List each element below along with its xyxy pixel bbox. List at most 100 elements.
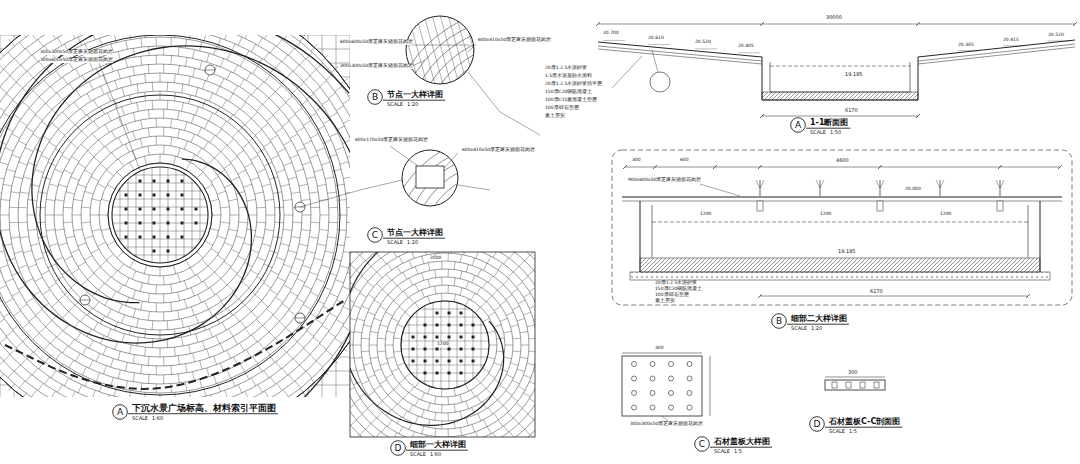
elevation-mark bbox=[1048, 40, 1070, 41]
paving-joint bbox=[369, 345, 377, 346]
paving-joint bbox=[91, 177, 99, 181]
paving-joint bbox=[234, 108, 239, 115]
paving-joint bbox=[277, 257, 285, 260]
paving-joint bbox=[82, 131, 88, 138]
paving-joint bbox=[193, 68, 195, 77]
paving-joint bbox=[397, 324, 404, 327]
title-underline bbox=[128, 413, 278, 414]
paving-joint bbox=[31, 244, 40, 246]
paving-joint bbox=[112, 270, 118, 277]
paving-joint bbox=[362, 381, 369, 384]
title-underline bbox=[825, 427, 902, 428]
paving-joint bbox=[530, 252, 535, 255]
paving-joint bbox=[240, 343, 245, 351]
paving-joint bbox=[525, 429, 531, 435]
paving-joint bbox=[288, 251, 297, 253]
paving-joint bbox=[284, 162, 292, 165]
fountain-nozzle bbox=[153, 208, 156, 211]
basin-inner bbox=[652, 205, 653, 258]
paving-joint bbox=[167, 100, 169, 109]
paving-joint bbox=[144, 347, 146, 356]
fountain-nozzle bbox=[125, 194, 128, 197]
paving-joint bbox=[94, 100, 99, 108]
paving-joint bbox=[321, 265, 330, 268]
paving-joint bbox=[129, 345, 131, 354]
paving-joint bbox=[107, 329, 111, 337]
paving-joint bbox=[87, 151, 94, 157]
paving-joint bbox=[171, 119, 172, 128]
paving-joint bbox=[313, 87, 320, 93]
paving-joint bbox=[337, 199, 346, 201]
paving-joint bbox=[49, 184, 58, 186]
paving-joint bbox=[167, 339, 169, 348]
paving-ring bbox=[405, 25, 635, 255]
paving-joint bbox=[209, 113, 213, 121]
dimension-line bbox=[622, 353, 702, 354]
paving-joint bbox=[189, 76, 191, 85]
paving-joint bbox=[441, 277, 442, 285]
basin-inner bbox=[770, 62, 910, 92]
paving-joint bbox=[94, 157, 101, 163]
grid-line bbox=[500, 0, 530, 110]
index-callout bbox=[295, 313, 305, 323]
paving-joint bbox=[20, 304, 27, 309]
paving-joint bbox=[399, 256, 403, 263]
paving-joint bbox=[522, 409, 528, 414]
paving-joint bbox=[103, 366, 106, 374]
paving-joint bbox=[237, 150, 244, 156]
paving-joint bbox=[214, 46, 217, 55]
paving-joint bbox=[506, 375, 513, 378]
paving-joint bbox=[448, 285, 449, 293]
grid-line bbox=[406, 365, 484, 366]
elevation-mark bbox=[695, 48, 717, 49]
paving-joint bbox=[130, 260, 135, 268]
annotation: 300x300x50厚芝麻灰烧面花岗岩 bbox=[340, 64, 413, 69]
paving-joint bbox=[471, 390, 475, 397]
paving-joint bbox=[415, 381, 420, 388]
paving-joint bbox=[354, 252, 360, 255]
paving-joint bbox=[269, 355, 275, 362]
paving-joint bbox=[476, 252, 479, 258]
paving-joint bbox=[242, 282, 249, 288]
drain-hole bbox=[687, 376, 692, 381]
paving-joint bbox=[73, 199, 82, 201]
paving-joint bbox=[281, 244, 290, 246]
fountain-nozzle bbox=[448, 372, 451, 375]
paving-joint bbox=[19, 381, 25, 388]
paving-joint bbox=[115, 341, 118, 350]
paving-joint bbox=[293, 222, 302, 223]
paving-joint bbox=[35, 115, 42, 121]
annotation: 20.305 bbox=[958, 43, 974, 48]
paving-joint bbox=[245, 305, 251, 312]
paving-joint bbox=[343, 326, 350, 331]
paving-joint bbox=[50, 337, 56, 344]
paving-joint bbox=[397, 266, 401, 273]
paving-joint bbox=[251, 44, 255, 52]
paving-joint bbox=[460, 395, 462, 403]
fountain-nozzle bbox=[153, 236, 156, 239]
paving-joint bbox=[304, 141, 312, 145]
fountain-nozzle bbox=[167, 194, 170, 197]
annotation: 150厚C20钢筋混凝土 bbox=[545, 90, 592, 95]
paving-joint bbox=[229, 229, 238, 231]
grid-line bbox=[168, 168, 169, 263]
paving-joint bbox=[301, 229, 310, 231]
paving-joint bbox=[257, 169, 265, 173]
paving-joint bbox=[91, 249, 99, 253]
paving-joint bbox=[202, 80, 205, 89]
paving-joint bbox=[160, 154, 161, 163]
index-callout bbox=[205, 65, 215, 75]
dimension-line bbox=[760, 296, 1028, 297]
paving-joint bbox=[140, 383, 142, 392]
paving-joint bbox=[434, 428, 436, 436]
paving-joint bbox=[209, 93, 213, 101]
paving-joint bbox=[382, 426, 387, 432]
paving-joint bbox=[500, 385, 506, 390]
paving-joint bbox=[210, 228, 219, 230]
paving-joint bbox=[398, 398, 403, 404]
paving-joint bbox=[448, 397, 449, 405]
paving-joint bbox=[76, 90, 81, 97]
paving-joint bbox=[82, 347, 86, 355]
paving-joint bbox=[234, 314, 239, 321]
paving-joint bbox=[336, 106, 344, 111]
